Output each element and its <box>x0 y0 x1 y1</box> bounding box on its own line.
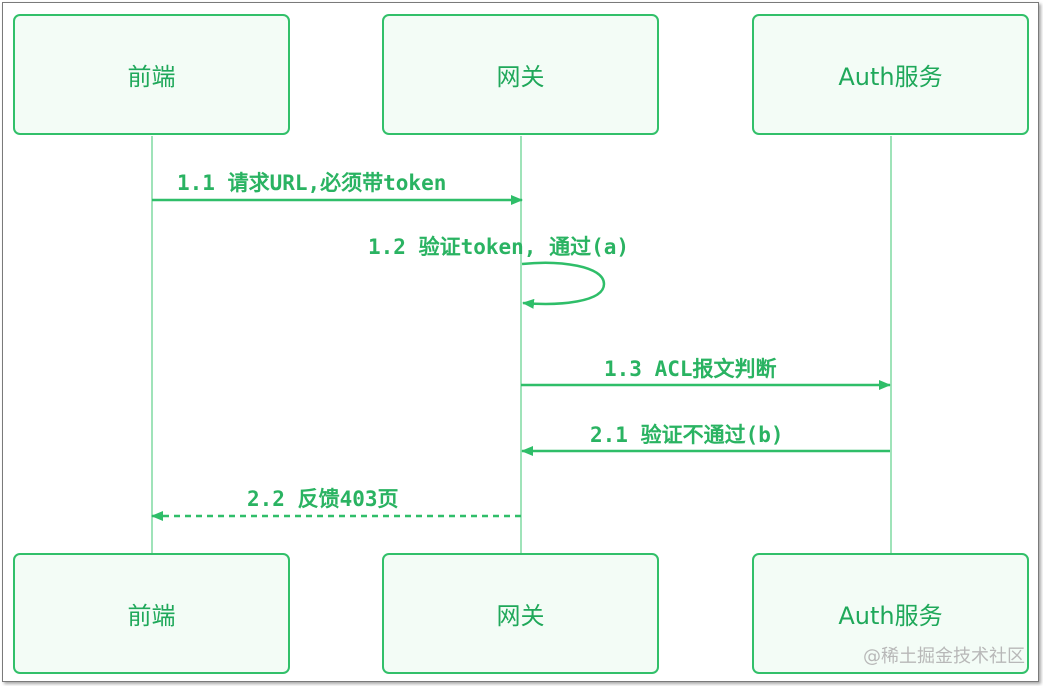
actor-label: 前端 <box>127 602 176 630</box>
actor-frontend-bottom: 前端 <box>13 553 290 674</box>
lifeline-gateway <box>520 136 522 554</box>
message-label-1-2: 1.2 验证token, 通过(a) <box>368 235 630 259</box>
actor-gateway-bottom: 网关 <box>382 553 659 674</box>
actor-auth-top: Auth服务 <box>752 14 1029 135</box>
actor-label: Auth服务 <box>838 63 943 91</box>
message-label-2-2: 2.2 反馈403页 <box>247 487 399 511</box>
arrow-1-2-self <box>521 261 606 309</box>
message-label-1-1: 1.1 请求URL,必须带token <box>177 171 447 195</box>
actor-gateway-top: 网关 <box>382 14 659 135</box>
actor-label: Auth服务 <box>838 602 943 630</box>
message-label-1-3: 1.3 ACL报文判断 <box>604 357 777 381</box>
actor-auth-bottom: Auth服务 <box>752 553 1029 674</box>
message-label-2-1: 2.1 验证不通过(b) <box>590 423 784 447</box>
watermark: @稀土掘金技术社区 <box>863 646 1025 667</box>
actor-label: 网关 <box>496 63 545 91</box>
lifeline-frontend <box>151 136 153 554</box>
lifeline-auth <box>890 136 892 554</box>
actor-label: 前端 <box>127 63 176 91</box>
actor-frontend-top: 前端 <box>13 14 290 135</box>
actor-label: 网关 <box>496 602 545 630</box>
